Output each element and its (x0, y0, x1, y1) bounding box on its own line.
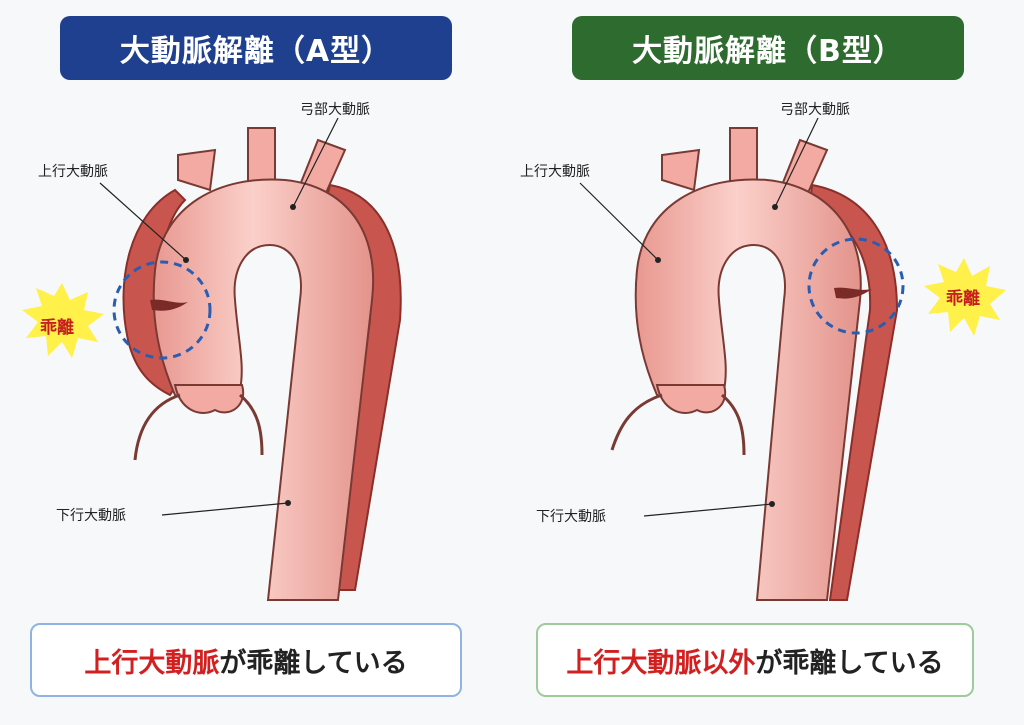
label-dissection: 乖離 (946, 289, 980, 309)
aorta-illustration-type-a (22, 117, 402, 601)
label-arch-aorta: 弓部大動脈 (300, 102, 370, 118)
branch-vessel (661, 148, 701, 192)
leader-line-descending (161, 502, 289, 516)
summary-highlight: 上行大動脈以外 (566, 647, 756, 679)
title-banner-type-b: 大動脈解離（B型） (572, 16, 964, 80)
leader-line-ascending (579, 182, 659, 261)
coronary-artery (721, 393, 746, 456)
leader-line-ascending (99, 182, 187, 261)
label-ascending-aorta: 上行大動脈 (38, 164, 108, 180)
label-dissection: 乖離 (40, 318, 74, 338)
dissection-circle (112, 260, 212, 360)
leader-line-arch (774, 117, 819, 208)
panel-type-a: 大動脈解離（A型） (22, 16, 462, 697)
label-ascending-aorta: 上行大動脈 (520, 164, 590, 180)
summary-rest: が乖離している (219, 647, 408, 679)
intimal-tear (834, 287, 872, 299)
aortic-root (173, 384, 245, 414)
label-descending-aorta: 下行大動脈 (536, 509, 606, 525)
intimal-tear (150, 299, 188, 311)
summary-box-type-a: 上行大動脈が乖離している (30, 623, 462, 697)
dissection-burst (22, 283, 104, 358)
coronary-artery (133, 393, 181, 461)
dissection-burst (924, 258, 1006, 336)
branch-vessel (247, 127, 276, 186)
coronary-artery (610, 393, 663, 451)
aorta-illustration-type-b (579, 117, 1006, 601)
branch-vessel (177, 148, 217, 192)
aorta-body (152, 178, 375, 601)
aortic-root (655, 384, 727, 414)
label-arch-aorta: 弓部大動脈 (780, 102, 850, 118)
summary-rest: が乖離している (755, 647, 944, 679)
aorta-body (634, 178, 862, 601)
panel-type-b: 大動脈解離（B型） (512, 0, 1024, 725)
leader-line-descending (643, 503, 773, 517)
title-banner-type-a: 大動脈解離（A型） (60, 16, 452, 80)
label-descending-aorta: 下行大動脈 (56, 508, 126, 524)
branch-vessel (729, 127, 758, 186)
summary-box-type-b: 上行大動脈以外が乖離している (536, 623, 974, 697)
leader-line-arch (292, 117, 339, 208)
coronary-artery (239, 393, 264, 456)
dissection-circle (807, 237, 905, 335)
summary-highlight: 上行大動脈 (84, 647, 220, 679)
